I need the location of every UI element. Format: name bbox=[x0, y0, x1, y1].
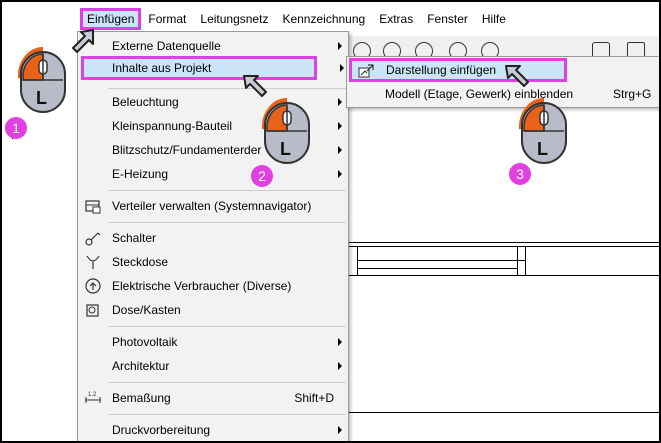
menu-bar: Einfügen Format Leitungsnetz Kennzeichnu… bbox=[2, 2, 659, 36]
menu-separator bbox=[108, 222, 346, 223]
submenu-arrow-icon bbox=[338, 146, 342, 154]
mouse-button-letter: L bbox=[280, 139, 291, 159]
menu-item-label: Steckdose bbox=[112, 255, 169, 269]
menu-item-label: Architektur bbox=[112, 359, 170, 373]
left-mouse-button-icon: L bbox=[17, 46, 66, 113]
consumer-icon bbox=[85, 278, 101, 294]
left-mouse-button-icon: L bbox=[261, 97, 310, 164]
menu-item-verteiler-verwalten[interactable]: Verteiler verwalten (Systemnavigator) bbox=[78, 194, 348, 218]
menu-item-steckdose[interactable]: Steckdose bbox=[78, 250, 348, 274]
menu-kennzeichnung[interactable]: Kennzeichnung bbox=[282, 12, 366, 26]
submenu-item-label: Darstellung einfügen bbox=[386, 63, 497, 77]
drawing-line bbox=[525, 246, 526, 275]
menu-item-bemassung[interactable]: 1.2 Bemaßung Shift+D bbox=[78, 386, 348, 410]
submenu-arrow-icon bbox=[338, 338, 342, 346]
menu-item-elektrische-verbraucher[interactable]: Elektrische Verbraucher (Diverse) bbox=[78, 274, 348, 298]
menu-item-label: E-Heizung bbox=[112, 167, 169, 181]
inhalte-submenu: Darstellung einfügen Modell (Etage, Gewe… bbox=[346, 56, 659, 108]
menu-item-label: Photovoltaik bbox=[112, 335, 178, 349]
submenu-item-label: Modell (Etage, Gewerk) einblenden bbox=[385, 87, 574, 101]
menu-item-druckvorbereitung[interactable]: Druckvorbereitung bbox=[78, 418, 348, 441]
left-mouse-button-icon: L bbox=[518, 97, 567, 164]
dimension-icon: 1.2 bbox=[85, 392, 101, 403]
mouse-button-letter: L bbox=[537, 139, 548, 159]
menu-item-externe-datenquelle[interactable]: Externe Datenquelle bbox=[78, 34, 348, 58]
menu-item-kleinspannung[interactable]: Kleinspannung-Bauteil bbox=[78, 114, 348, 138]
pointer-cursor-icon bbox=[243, 75, 267, 97]
box-icon bbox=[86, 304, 99, 317]
drawing-line bbox=[347, 412, 659, 413]
menu-hilfe[interactable]: Hilfe bbox=[481, 12, 506, 26]
svg-text:1.2: 1.2 bbox=[88, 392, 97, 398]
submenu-arrow-icon bbox=[338, 42, 342, 50]
menu-separator bbox=[108, 88, 346, 89]
menu-item-e-heizung[interactable]: E-Heizung bbox=[78, 162, 348, 186]
drawing-line bbox=[347, 242, 659, 243]
drawing-canvas[interactable] bbox=[2, 36, 659, 441]
menu-extras[interactable]: Extras bbox=[379, 12, 414, 26]
menu-separator bbox=[108, 190, 346, 191]
menu-item-label: Dose/Kasten bbox=[112, 303, 181, 317]
menu-item-label: Externe Datenquelle bbox=[112, 39, 221, 53]
menu-item-dose-kasten[interactable]: Dose/Kasten bbox=[78, 298, 348, 322]
menu-separator bbox=[108, 414, 346, 415]
submenu-arrow-icon bbox=[338, 426, 342, 434]
menu-item-label: Schalter bbox=[112, 231, 157, 245]
menu-item-blitzschutz[interactable]: Blitzschutz/Fundamenterder bbox=[78, 138, 348, 162]
menu-item-photovoltaik[interactable]: Photovoltaik bbox=[78, 330, 348, 354]
menu-item-inhalte-aus-projekt[interactable]: Inhalte aus Projekt bbox=[81, 56, 344, 80]
step-badge: 1 bbox=[5, 117, 27, 139]
drawing-line bbox=[347, 246, 659, 247]
menu-item-label: Verteiler verwalten (Systemnavigator) bbox=[112, 199, 312, 213]
menu-format[interactable]: Format bbox=[148, 12, 187, 26]
submenu-item-darstellung-einfuegen[interactable]: Darstellung einfügen bbox=[349, 58, 567, 82]
submenu-arrow-icon bbox=[338, 122, 342, 130]
menu-item-label: Kleinspannung-Bauteil bbox=[112, 119, 233, 133]
socket-icon bbox=[86, 255, 100, 269]
drawing-line bbox=[517, 260, 525, 261]
submenu-arrow-icon bbox=[338, 362, 342, 370]
distributor-icon bbox=[85, 200, 101, 214]
pointer-cursor-icon bbox=[505, 65, 529, 87]
menu-item-label: Druckvorbereitung bbox=[112, 423, 211, 437]
submenu-arrow-icon bbox=[338, 170, 342, 178]
menu-fenster[interactable]: Fenster bbox=[427, 12, 468, 26]
menu-item-label: Elektrische Verbraucher (Diverse) bbox=[112, 279, 292, 293]
menu-item-architektur[interactable]: Architektur bbox=[78, 354, 348, 378]
submenu-arrow-icon bbox=[340, 64, 344, 72]
shortcut-label: Strg+G bbox=[613, 87, 652, 101]
menu-item-schalter[interactable]: Schalter bbox=[78, 226, 348, 250]
step-badge: 2 bbox=[251, 165, 273, 187]
drawing-line bbox=[357, 246, 358, 275]
menu-separator bbox=[108, 382, 346, 383]
switch-icon bbox=[85, 232, 101, 246]
menu-item-label: Blitzschutz/Fundamenterder bbox=[112, 143, 262, 157]
submenu-arrow-icon bbox=[338, 98, 342, 106]
drawing-line bbox=[357, 260, 517, 261]
menu-item-label: Beleuchtung bbox=[112, 95, 179, 109]
einfuegen-dropdown: Externe Datenquelle Inhalte aus Projekt … bbox=[77, 31, 349, 441]
menu-leitungsnetz[interactable]: Leitungsnetz bbox=[200, 12, 269, 26]
menu-einfuegen[interactable]: Einfügen bbox=[80, 8, 142, 30]
menu-item-beleuchtung[interactable]: Beleuchtung bbox=[78, 90, 348, 114]
drawing-line bbox=[357, 268, 517, 269]
drawing-line bbox=[347, 275, 659, 276]
step-badge: 3 bbox=[509, 163, 531, 185]
pointer-cursor-icon bbox=[72, 29, 94, 53]
menu-item-label: Inhalte aus Projekt bbox=[112, 61, 212, 75]
menu-separator bbox=[108, 326, 346, 327]
insert-view-icon bbox=[358, 64, 374, 78]
submenu-item-modell-einblenden[interactable]: Modell (Etage, Gewerk) einblenden Strg+G bbox=[347, 82, 659, 106]
menu-item-label: Bemaßung bbox=[112, 391, 171, 405]
mouse-button-letter: L bbox=[36, 88, 47, 108]
shortcut-label: Shift+D bbox=[294, 391, 334, 405]
